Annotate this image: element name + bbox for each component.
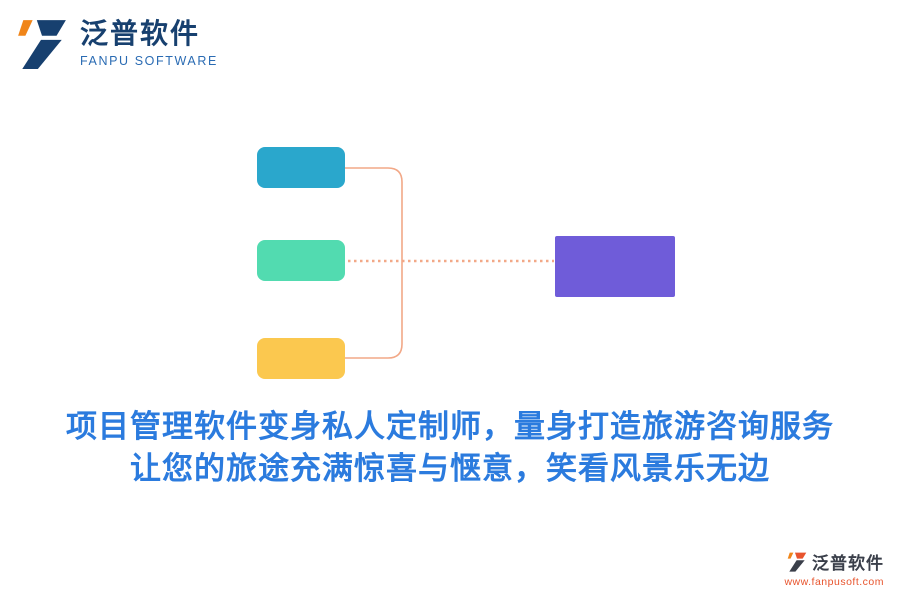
footer-brand-name: 泛普软件 bbox=[812, 554, 884, 573]
result-box bbox=[555, 236, 675, 297]
footer-watermark: 泛普软件 www.fanpusoft.com bbox=[784, 549, 884, 588]
logo-text: 泛普软件 FANPU SOFTWARE bbox=[80, 18, 218, 67]
footer-fanpu-logo-icon bbox=[787, 552, 807, 572]
footer-url: www.fanpusoft.com bbox=[784, 576, 884, 588]
input-box-top bbox=[257, 147, 345, 188]
brand-name-en: FANPU SOFTWARE bbox=[80, 53, 218, 68]
headline-line-2: 让您的旅途充满惊喜与惬意，笑看风景乐无边 bbox=[130, 451, 770, 486]
footer-brand-row: 泛普软件 bbox=[787, 549, 884, 574]
input-box-middle bbox=[257, 240, 345, 281]
bracket-connector bbox=[345, 167, 403, 359]
diagram-canvas bbox=[257, 147, 675, 379]
fanpu-logo-icon bbox=[18, 20, 66, 69]
input-box-bottom bbox=[257, 338, 345, 379]
header-logo: 泛普软件 FANPU SOFTWARE bbox=[16, 16, 218, 70]
brand-name-cn: 泛普软件 bbox=[80, 18, 201, 50]
headline: 项目管理软件变身私人定制师，量身打造旅游咨询服务 让您的旅途充满惊喜与惬意，笑看… bbox=[0, 406, 900, 490]
process-diagram bbox=[0, 140, 900, 410]
headline-line-1: 项目管理软件变身私人定制师，量身打造旅游咨询服务 bbox=[66, 409, 834, 444]
